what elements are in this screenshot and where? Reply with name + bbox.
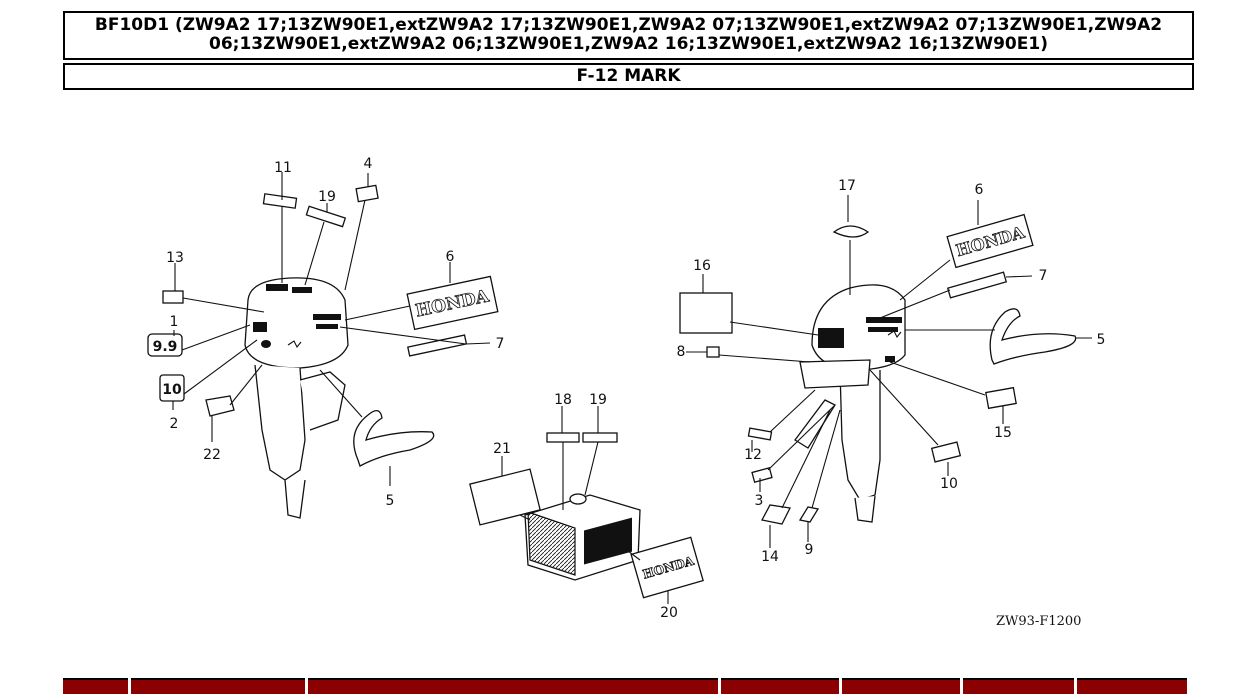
diagram-subtitle: F-12 MARK bbox=[63, 63, 1194, 90]
table-header-cell bbox=[1077, 678, 1187, 694]
callout-21: 21 bbox=[493, 441, 511, 457]
callout-9: 9 bbox=[805, 542, 814, 558]
right-leader-lines bbox=[686, 195, 1092, 548]
callout-7: 7 bbox=[496, 336, 505, 352]
callout-15: 15 bbox=[994, 425, 1012, 441]
right-decal-parts: HONDA bbox=[679, 213, 1077, 525]
callout-11: 11 bbox=[274, 160, 292, 176]
callout-4: 4 bbox=[364, 156, 373, 172]
callout-10: 10 bbox=[940, 476, 958, 492]
left-outboard-motor bbox=[244, 277, 349, 519]
callout-5b: 5 bbox=[1097, 332, 1106, 348]
callout-16: 16 bbox=[693, 258, 711, 274]
callout-20: 20 bbox=[660, 605, 678, 621]
badge-9-9: 9.9 bbox=[153, 339, 178, 355]
table-header-cell bbox=[308, 678, 718, 694]
callout-3: 3 bbox=[755, 493, 764, 509]
table-header-cell bbox=[721, 678, 839, 694]
callout-14: 14 bbox=[761, 549, 779, 565]
callout-17: 17 bbox=[838, 178, 856, 194]
callout-6b: 6 bbox=[975, 182, 984, 198]
fuel-tank: HONDA bbox=[469, 406, 704, 604]
callout-numbers: 11 4 19 13 6 1 7 2 22 5 18 19 21 20 17 6… bbox=[166, 156, 1105, 621]
callout-18: 18 bbox=[554, 392, 572, 408]
parts-table-header bbox=[63, 678, 1196, 694]
callout-22: 22 bbox=[203, 447, 221, 463]
badge-10: 10 bbox=[162, 382, 182, 398]
callout-7b: 7 bbox=[1039, 268, 1048, 284]
table-header-cell bbox=[131, 678, 305, 694]
callout-8: 8 bbox=[677, 344, 686, 360]
callout-19b: 19 bbox=[589, 392, 607, 408]
callout-1: 1 bbox=[170, 314, 179, 330]
table-header-cell bbox=[963, 678, 1074, 694]
left-leader-lines bbox=[172, 172, 491, 486]
right-outboard-motor bbox=[794, 284, 906, 523]
table-header-cell bbox=[842, 678, 960, 694]
left-decal-parts: 9.9 10 HONDA bbox=[147, 184, 499, 467]
diagram-title: BF10D1 (ZW9A2 17;13ZW90E1,extZW9A2 17;13… bbox=[63, 11, 1194, 60]
callout-6: 6 bbox=[446, 249, 455, 265]
callout-5: 5 bbox=[386, 493, 395, 509]
callout-19: 19 bbox=[318, 189, 336, 205]
parts-diagram: 9.9 10 HONDA HONDA bbox=[147, 156, 1105, 629]
table-header-cell bbox=[63, 678, 128, 694]
callout-13: 13 bbox=[166, 250, 184, 266]
callout-2: 2 bbox=[170, 416, 179, 432]
reference-code: ZW93-F1200 bbox=[996, 614, 1081, 629]
callout-12: 12 bbox=[744, 447, 762, 463]
